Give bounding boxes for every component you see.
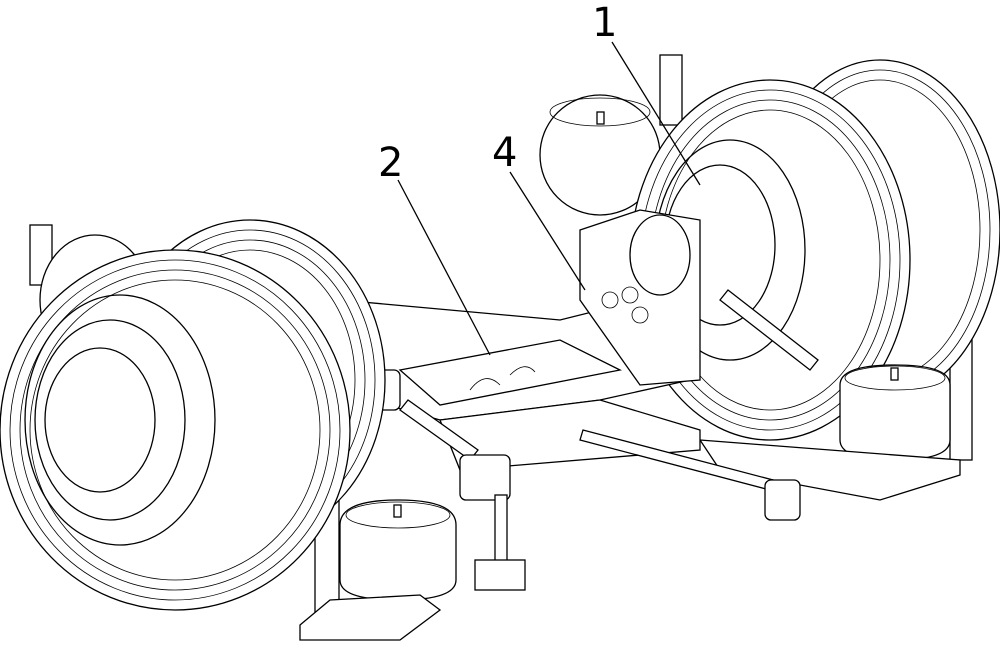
air-spring-bottom-left xyxy=(299,499,457,641)
control-rods xyxy=(364,289,819,591)
air-spring-bottom-right xyxy=(698,364,961,501)
left-wheel-pair xyxy=(0,219,386,611)
leader-lines xyxy=(397,41,701,356)
callout-2: 2 xyxy=(378,140,403,186)
leader-line-4 xyxy=(509,171,586,291)
leader-line-1 xyxy=(611,41,701,186)
leader-line-2 xyxy=(397,179,491,356)
bracket-housing xyxy=(579,209,701,386)
callout-1: 1 xyxy=(592,0,617,46)
callout-4: 4 xyxy=(492,130,517,176)
